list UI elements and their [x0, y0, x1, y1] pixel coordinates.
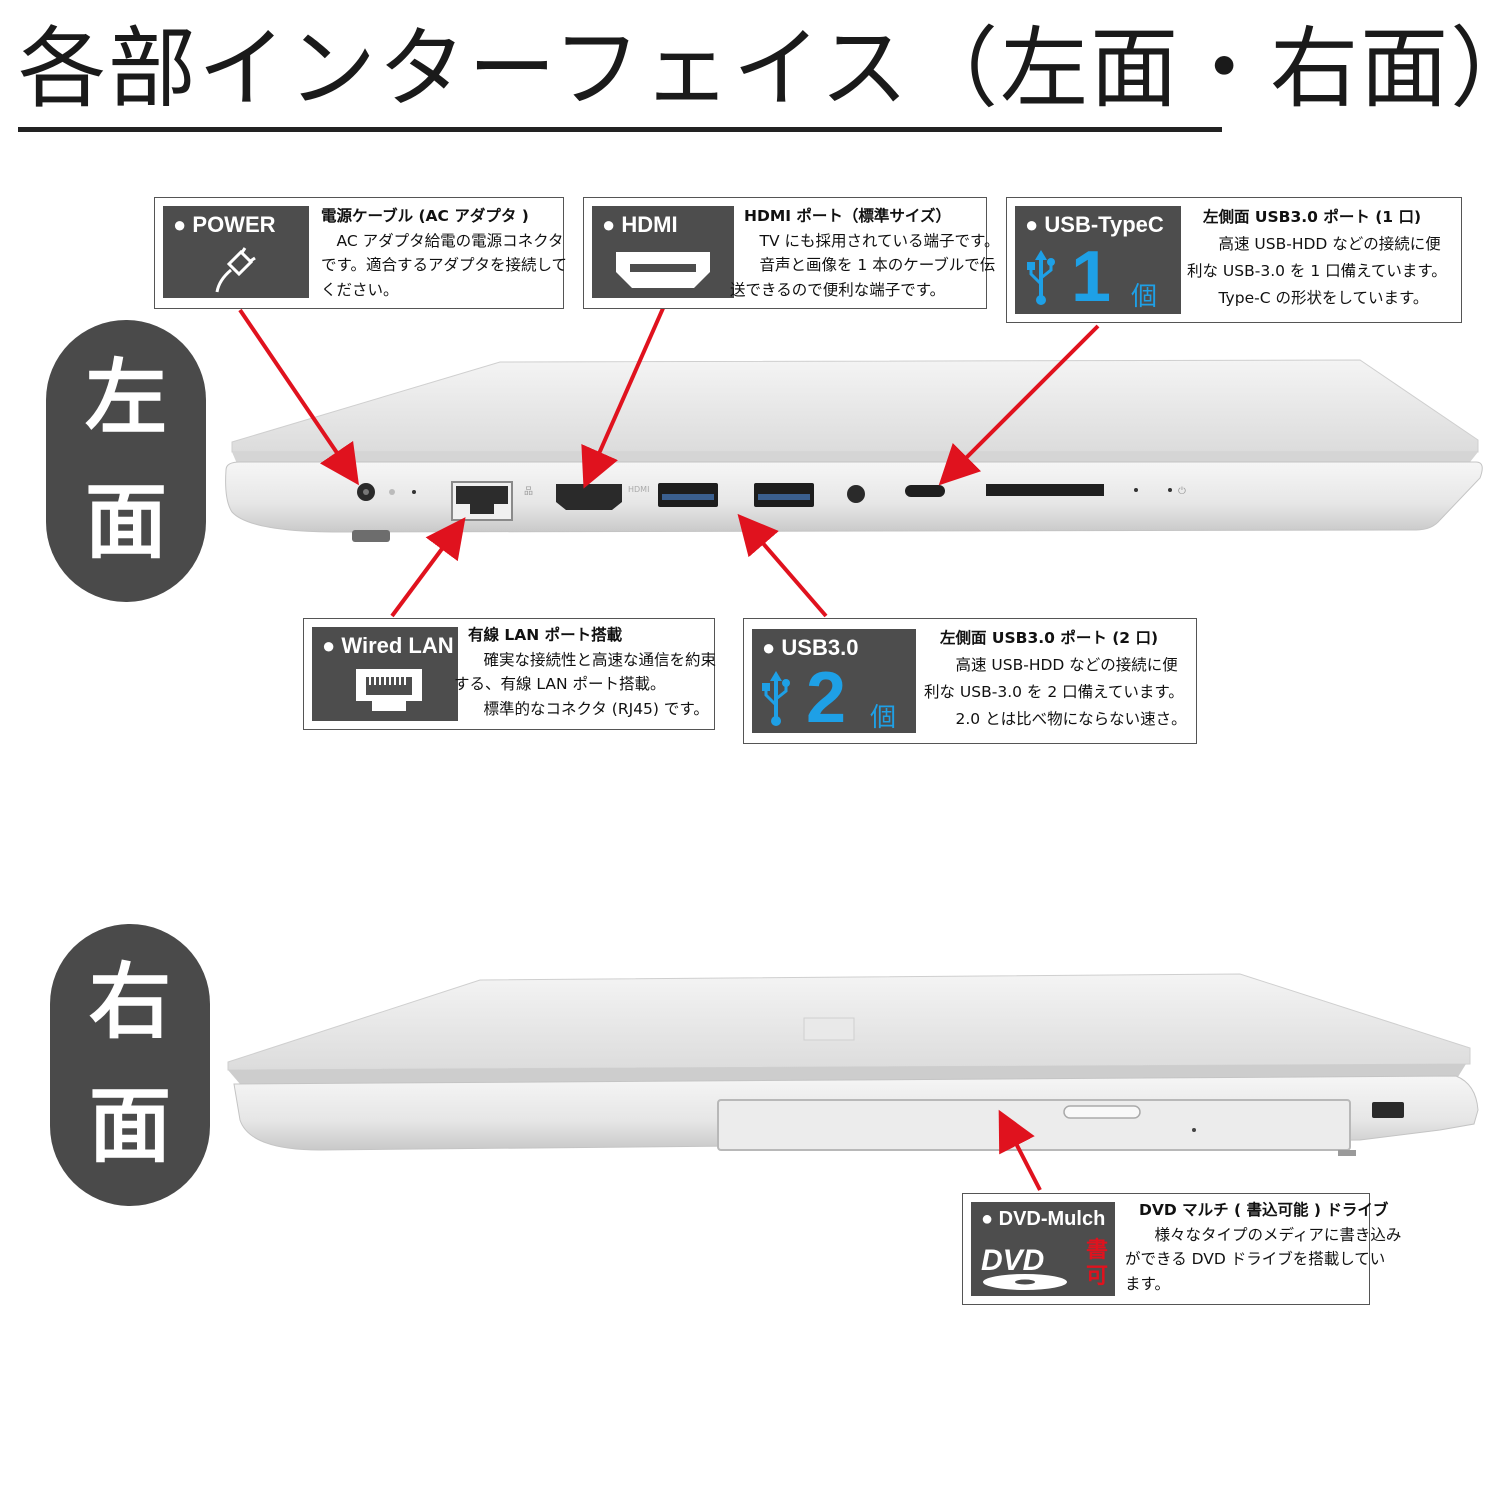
- svg-text:⏻: ⏻: [1178, 486, 1186, 497]
- wired-lan-heading: 有線 LAN ポート搭載: [468, 626, 623, 644]
- usb-typec-line: 利な USB-3.0 を 1 口備えています。: [1187, 262, 1447, 280]
- usb-icon: [762, 671, 790, 726]
- usb-typec-icon-box: ● USB-TypeC 1 個: [1015, 206, 1181, 317]
- plug-icon: [215, 247, 256, 293]
- audio-jack-icon: [847, 485, 865, 503]
- right-side-badge: 右 面: [50, 924, 210, 1206]
- usb-typec-count: 1: [1071, 237, 1112, 317]
- ethernet-port-icon: [356, 669, 422, 711]
- hdmi-port-icon: [556, 484, 622, 510]
- dvd-icon-box: ● DVD-Mulch DVD 書 可: [971, 1202, 1115, 1296]
- left-side-laptop: 品 HDMI ⏻: [225, 359, 1483, 542]
- power-callout: ● POWER 電源ケーブル (AC アダプタ ) AC アダプタ給電の電源コネ…: [154, 197, 567, 309]
- hdmi-port-icon: [616, 252, 710, 288]
- hdmi-line: TV にも採用されている端子です。: [744, 231, 1000, 250]
- writable-badge-char: 書: [1085, 1238, 1108, 1263]
- usb3-icon-box: ● USB3.0 2 個: [752, 629, 916, 738]
- right-side-char-1: 右: [88, 955, 171, 1050]
- usb3-callout: ● USB3.0 2 個 左側面 USB3.0 ポート (2 口) 高速 USB…: [743, 618, 1197, 744]
- dvd-line: ができる DVD ドライブを搭載してい: [1125, 1250, 1386, 1268]
- usb-typec-arrow: [938, 324, 1100, 486]
- usb-icon: [1027, 250, 1055, 305]
- right-side-char-2: 面: [88, 1079, 171, 1174]
- hdmi-label: ● HDMI: [602, 212, 678, 237]
- sd-card-slot-icon: [986, 484, 1104, 496]
- dvd-line: ます。: [1125, 1274, 1170, 1293]
- wired-lan-icon-box: ● Wired LAN: [312, 627, 458, 721]
- usb3-heading: 左側面 USB3.0 ポート (2 口): [940, 629, 1159, 647]
- usb3-line: 2.0 とは比べ物にならない速さ。: [940, 710, 1187, 728]
- power-icon-box: ● POWER: [163, 206, 309, 298]
- wired-lan-line: 確実な接続性と高速な通信を約束: [468, 650, 717, 669]
- wired-lan-arrow: [390, 517, 466, 618]
- page-title: 各部インターフェイス（左面・右面）: [18, 17, 1508, 120]
- hdmi-line: 送できるので便利な端子です。: [730, 280, 946, 299]
- lock-slot-icon: [1372, 1102, 1404, 1118]
- wired-lan-description: 有線 LAN ポート搭載 確実な接続性と高速な通信を約束 する、有線 LAN ポ…: [454, 623, 717, 721]
- optical-drive-tray: [717, 1099, 1351, 1151]
- wired-lan-label: ● Wired LAN: [322, 633, 454, 658]
- usb3-arrow: [737, 513, 828, 618]
- usb-typec-line: 高速 USB-HDD などの接続に便: [1203, 235, 1441, 253]
- title-underline: [18, 127, 1222, 132]
- usb-typec-label: ● USB-TypeC: [1025, 212, 1164, 237]
- wired-lan-line: 標準的なコネクタ (RJ45) です。: [468, 699, 709, 718]
- usb-typec-unit: 個: [1131, 282, 1158, 312]
- dvd-description: DVD マルチ ( 書込可能 ) ドライブ 様々なタイプのメディアに書き込み が…: [1125, 1198, 1402, 1296]
- left-side-char-2: 面: [84, 475, 167, 570]
- hdmi-description: HDMI ポート（標準サイズ） TV にも採用されている端子です。 音声と画像を…: [730, 204, 1000, 302]
- left-side-badge: 左 面: [46, 320, 206, 602]
- svg-text:品: 品: [524, 486, 533, 497]
- dvd-arrow: [998, 1109, 1042, 1191]
- usb-c-port-icon: [905, 485, 945, 497]
- power-line: AC アダプタ給電の電源コネクタ: [321, 231, 564, 250]
- dvd-logo-icon: DVD: [981, 1244, 1067, 1290]
- wired-lan-line: する、有線 LAN ポート搭載。: [454, 675, 666, 693]
- power-line: です。適合するアダプタを接続して: [321, 256, 567, 274]
- usb-typec-callout: ● USB-TypeC 1 個 左側面 USB3.0 ポート (1 口) 高速 …: [1006, 197, 1462, 323]
- dvd-heading: DVD マルチ ( 書込可能 ) ドライブ: [1139, 1201, 1389, 1219]
- hdmi-heading: HDMI ポート（標準サイズ）: [744, 207, 951, 225]
- usb3-count: 2: [806, 658, 847, 738]
- usb3-unit: 個: [870, 703, 897, 733]
- dvd-callout: ● DVD-Mulch DVD 書 可 DVD マルチ ( 書込可能 ) ドライ…: [962, 1193, 1401, 1305]
- usb3-line: 高速 USB-HDD などの接続に便: [940, 656, 1178, 674]
- hdmi-callout: ● HDMI HDMI ポート（標準サイズ） TV にも採用されている端子です。…: [583, 197, 1000, 309]
- power-label: ● POWER: [173, 212, 276, 237]
- dvd-logo-text: DVD: [981, 1244, 1044, 1277]
- usb-typec-line: Type-C の形状をしています。: [1203, 289, 1429, 307]
- power-description: 電源ケーブル (AC アダプタ ) AC アダプタ給電の電源コネクタ です。適合…: [321, 204, 567, 302]
- writable-badge-char: 可: [1085, 1264, 1108, 1289]
- usb3-line: 利な USB-3.0 を 2 口備えています。: [924, 683, 1184, 701]
- hdmi-icon-box: ● HDMI: [592, 206, 734, 298]
- dvd-line: 様々なタイプのメディアに書き込み: [1139, 1225, 1402, 1244]
- hdmi-arrow: [581, 305, 666, 489]
- dvd-label: ● DVD-Mulch: [981, 1208, 1106, 1230]
- power-arrow: [238, 308, 359, 486]
- usb-typec-description: 左側面 USB3.0 ポート (1 口) 高速 USB-HDD などの接続に便 …: [1187, 204, 1447, 312]
- writable-badge: 書 可: [1085, 1238, 1109, 1290]
- power-heading: 電源ケーブル (AC アダプタ ): [321, 207, 529, 225]
- usb-typec-heading: 左側面 USB3.0 ポート (1 口): [1203, 208, 1422, 226]
- wired-lan-callout: ● Wired LAN 有線 LAN ポート搭載 確実な接続性と高速な通信を約束…: [303, 618, 717, 730]
- right-side-laptop: [227, 973, 1479, 1156]
- usb3-description: 左側面 USB3.0 ポート (2 口) 高速 USB-HDD などの接続に便 …: [924, 625, 1187, 733]
- power-line: ください。: [321, 280, 399, 299]
- left-side-char-1: 左: [84, 351, 167, 446]
- usb3-label: ● USB3.0: [762, 635, 859, 660]
- arrows: [238, 305, 1100, 1191]
- hdmi-port-marking: HDMI: [628, 485, 649, 494]
- hdmi-line: 音声と画像を 1 本のケーブルで伝: [744, 256, 996, 274]
- eject-button-icon: [1063, 1105, 1141, 1119]
